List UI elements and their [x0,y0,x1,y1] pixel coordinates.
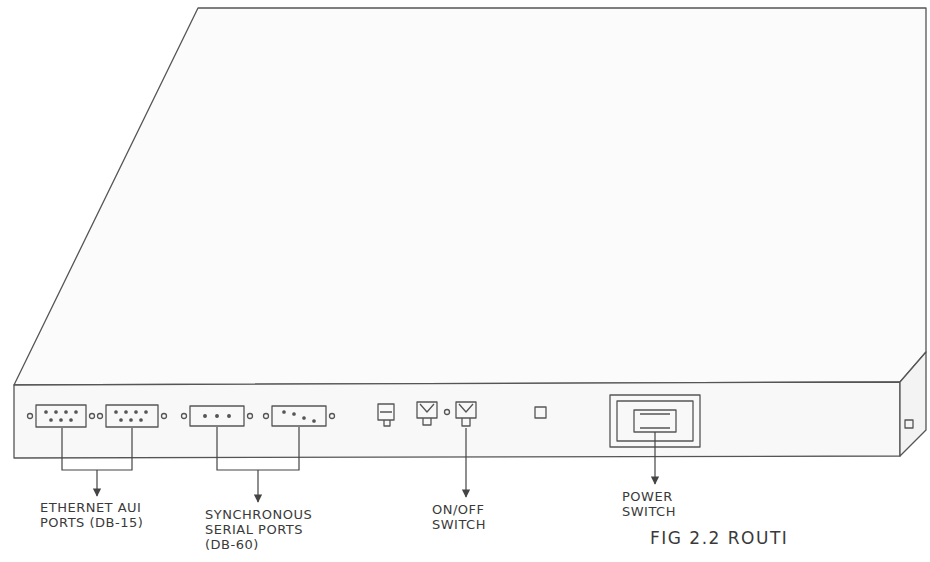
leader-arrow [96,470,97,496]
leader-bracket [217,427,299,470]
router-side-face [900,352,926,456]
toggle-switch [417,402,450,425]
leader-bracket [62,428,132,470]
port-label: ETHERNET AUI PORTS (DB-15) [40,500,170,530]
db60-port [182,406,253,426]
toggle-switch [378,404,394,426]
leader-arrow [465,428,466,497]
router-top-face [14,8,926,385]
on-off-switch [456,402,476,426]
figure-caption: FIG 2.2 ROUTI [650,528,788,548]
switch-label: POWER SWITCH [622,489,702,519]
db60-port [264,406,335,426]
screw [905,420,913,428]
port-label: SYNCHRONOUS SERIAL PORTS (DB-60) [205,507,335,552]
leader-arrow [654,432,655,484]
indicator-light [535,407,546,418]
switch-label: ON/OFF SWITCH [432,502,512,532]
db15-port [28,405,95,427]
db15-port [98,405,167,427]
leader-arrow [257,470,258,502]
router-front-face [14,382,900,458]
